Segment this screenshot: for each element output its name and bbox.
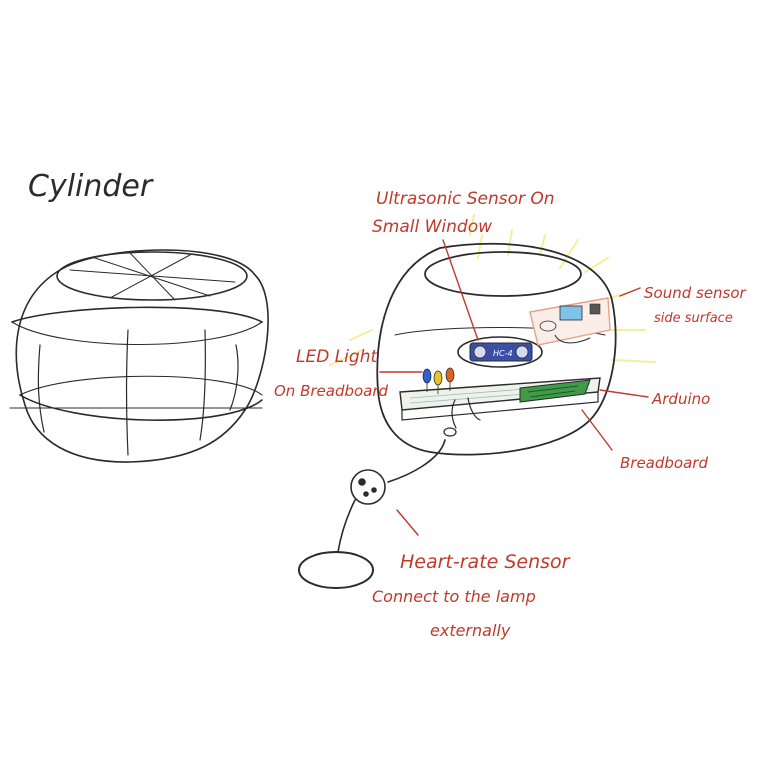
sound-sensor-drawing bbox=[529, 297, 611, 346]
heart-rate-label-line3: externally bbox=[430, 621, 511, 640]
lamp-body bbox=[376, 242, 617, 456]
heart-rate-sensor-drawing bbox=[298, 439, 446, 589]
heart-rate-label-line2: Connect to the lamp bbox=[372, 587, 536, 606]
ultrasonic-label-line2: Small Window bbox=[372, 217, 492, 237]
annotation-leaders bbox=[379, 239, 649, 536]
heart-rate-label-line1: Heart-rate Sensor bbox=[400, 551, 571, 573]
led-lights bbox=[422, 367, 455, 394]
led-label-line2: On Breadboard bbox=[274, 382, 389, 400]
led-label-line1: LED Light bbox=[296, 347, 378, 367]
led-yellow bbox=[433, 370, 443, 386]
breadboard-label: Breadboard bbox=[620, 454, 708, 472]
cylinder-label: Cylinder bbox=[28, 169, 154, 204]
led-orange bbox=[445, 367, 455, 383]
annotations: Ultrasonic Sensor On Small Window Sound … bbox=[274, 189, 747, 640]
ultrasonic-sensor-drawing: HC-4 bbox=[457, 336, 543, 368]
sound-sensor-label-line2: side surface bbox=[654, 311, 733, 326]
ultrasonic-label-line1: Ultrasonic Sensor On bbox=[376, 189, 555, 209]
sound-sensor-label-line1: Sound sensor bbox=[644, 284, 747, 302]
sensor-chip-label: HC-4 bbox=[493, 349, 513, 358]
internal-wires bbox=[443, 397, 481, 437]
led-blue bbox=[422, 368, 432, 384]
arduino-drawing bbox=[519, 379, 591, 403]
arduino-label: Arduino bbox=[651, 390, 710, 408]
cylinder-wireframe bbox=[9, 249, 269, 463]
